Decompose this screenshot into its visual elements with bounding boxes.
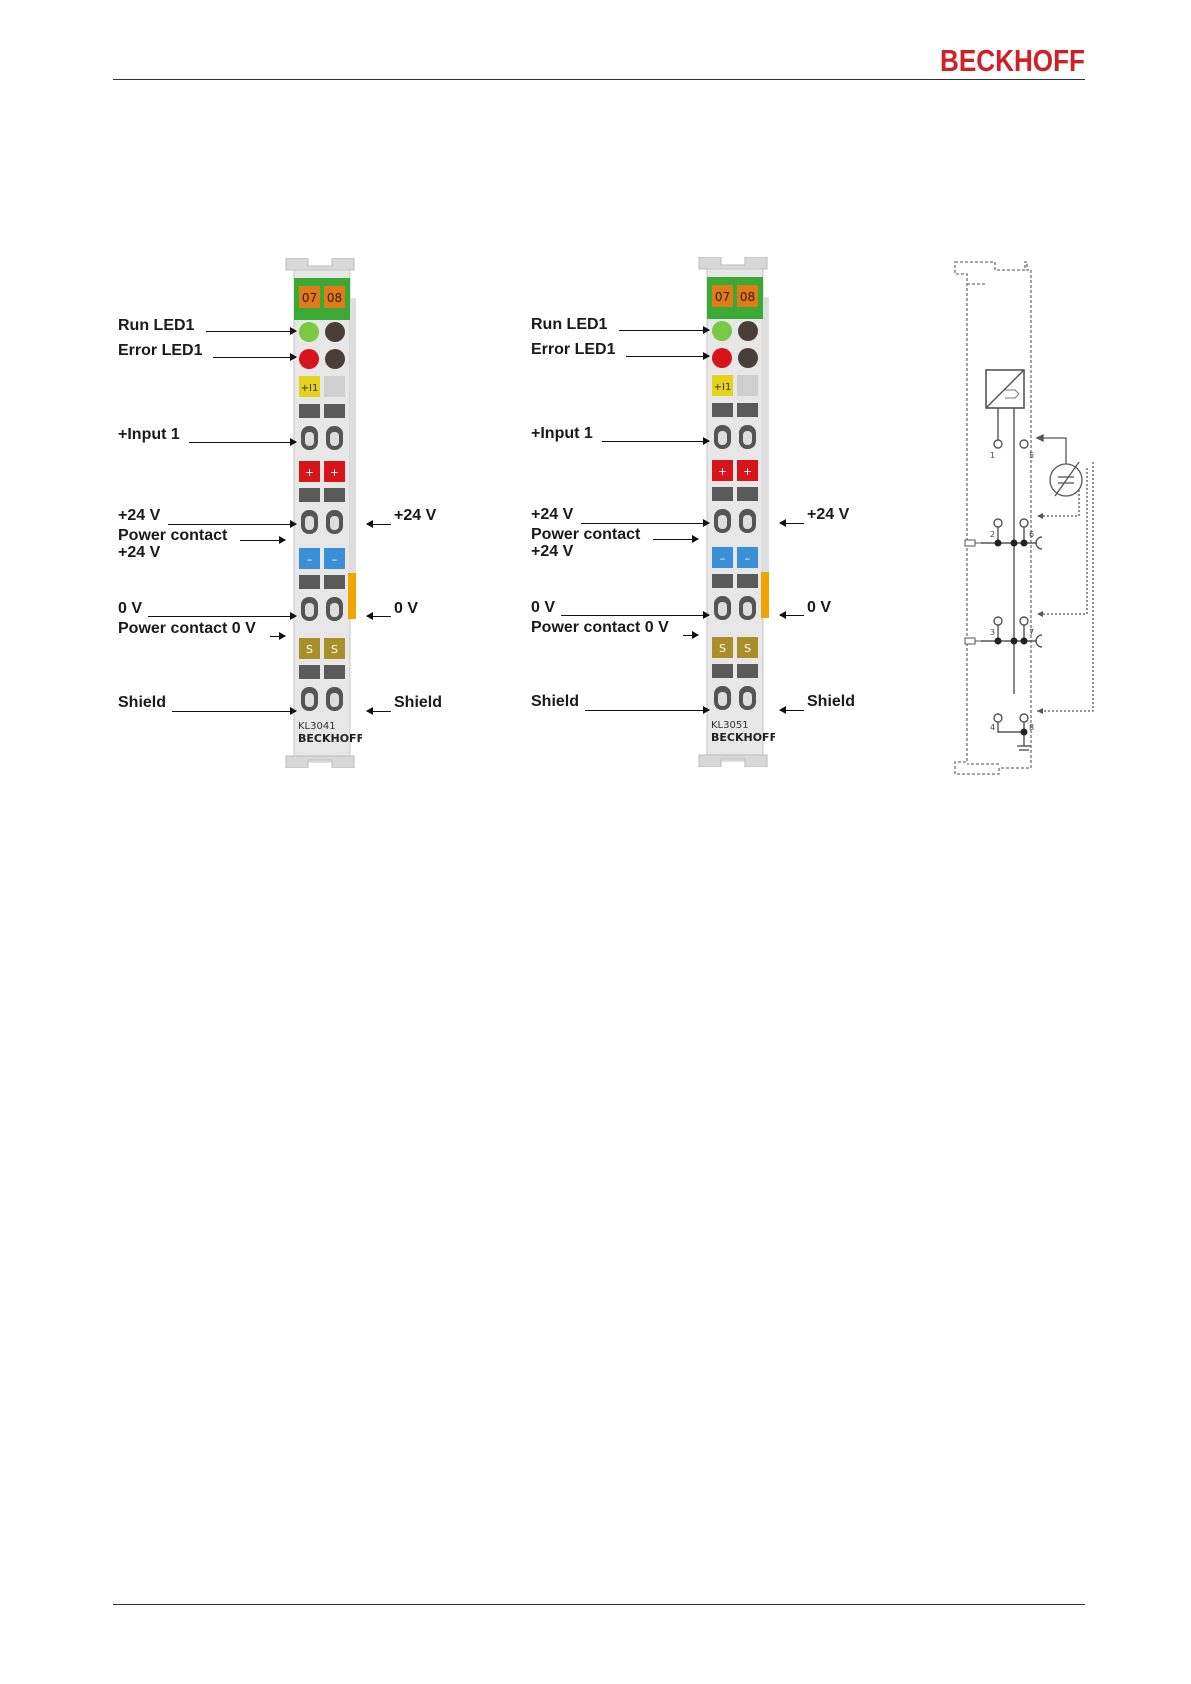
label-input: +Input 1 [531, 425, 593, 442]
label-shield-right: Shield [394, 694, 443, 711]
label-plus24-left: +24 V [531, 506, 574, 523]
label-power-contact-24: Power contact [118, 527, 228, 544]
brand-label: BECKHOFF [711, 731, 775, 744]
label-shield-left: Shield [118, 694, 167, 711]
svg-text:1: 1 [990, 451, 995, 460]
svg-text:3: 3 [990, 628, 995, 637]
svg-text:+I1: +I1 [714, 382, 732, 393]
label-shield-left: Shield [531, 693, 580, 710]
model-label: KL3051 [711, 720, 749, 731]
svg-text:+: + [305, 466, 314, 479]
svg-text:+: + [743, 465, 752, 478]
svg-text:–: – [307, 553, 313, 566]
terminal-housing-right: 07 08 +I1 + + – – S S KL3051 BECKHOFF [698, 257, 775, 767]
svg-text:08: 08 [740, 290, 755, 304]
brand-label: BECKHOFF [298, 732, 362, 745]
beckhoff-logo: BECKHOFF [940, 43, 1085, 78]
label-zero-left: 0 V [531, 599, 556, 616]
svg-text:S: S [306, 643, 313, 656]
label-error-led: Error LED1 [118, 342, 203, 359]
label-plus24-right: +24 V [807, 506, 850, 523]
wiring-schematic: 1 5 2 6 3 7 4 8 [954, 261, 1094, 775]
svg-text:5: 5 [1029, 451, 1034, 460]
label-error-led: Error LED1 [531, 341, 616, 358]
svg-text:+: + [330, 466, 339, 479]
label-zero-right: 0 V [394, 600, 419, 617]
label-zero-right: 0 V [807, 599, 832, 616]
svg-text:7: 7 [1029, 628, 1034, 637]
svg-text:4: 4 [990, 723, 995, 732]
svg-text:–: – [745, 552, 751, 565]
led-off [738, 348, 758, 368]
svg-text:–: – [720, 552, 726, 565]
svg-text:–: – [332, 553, 338, 566]
channel-label-08: 08 [327, 291, 342, 305]
error-led [299, 349, 319, 369]
label-power-contact-24-value: +24 V [531, 543, 574, 560]
svg-text:+: + [718, 465, 727, 478]
led-off [738, 321, 758, 341]
label-plus24-left: +24 V [118, 507, 161, 524]
terminal-housing-left: 07 08 +I1 + + – – S S [285, 258, 362, 768]
svg-text:S: S [744, 642, 751, 655]
terminal-figure: 07 08 +I1 + + – – S S [0, 0, 1191, 800]
header-rule [113, 79, 1085, 80]
logo-text: BECKHOFF [940, 43, 1085, 78]
label-plus24-right: +24 V [394, 507, 437, 524]
run-led [299, 322, 319, 342]
svg-text:2: 2 [990, 530, 995, 539]
label-shield-right: Shield [807, 693, 856, 710]
model-label: KL3041 [298, 721, 336, 732]
footer-rule [113, 1604, 1085, 1605]
label-run-led: Run LED1 [531, 316, 608, 333]
label-power-contact-0: Power contact 0 V [118, 620, 256, 637]
svg-text:07: 07 [715, 290, 730, 304]
svg-text:6: 6 [1029, 530, 1034, 539]
run-led [712, 321, 732, 341]
error-led [712, 348, 732, 368]
label-power-contact-0: Power contact 0 V [531, 619, 669, 636]
label-zero-left: 0 V [118, 600, 143, 617]
label-input: +Input 1 [118, 426, 180, 443]
label-power-contact-24-value: +24 V [118, 544, 161, 561]
label-run-led: Run LED1 [118, 317, 195, 334]
svg-text:S: S [331, 643, 338, 656]
led-off [325, 349, 345, 369]
channel-label-07: 07 [302, 291, 317, 305]
led-off [325, 322, 345, 342]
svg-text:8: 8 [1029, 723, 1034, 732]
label-power-contact-24: Power contact [531, 526, 641, 543]
svg-text:S: S [719, 642, 726, 655]
plug-label-input: +I1 [301, 383, 319, 394]
